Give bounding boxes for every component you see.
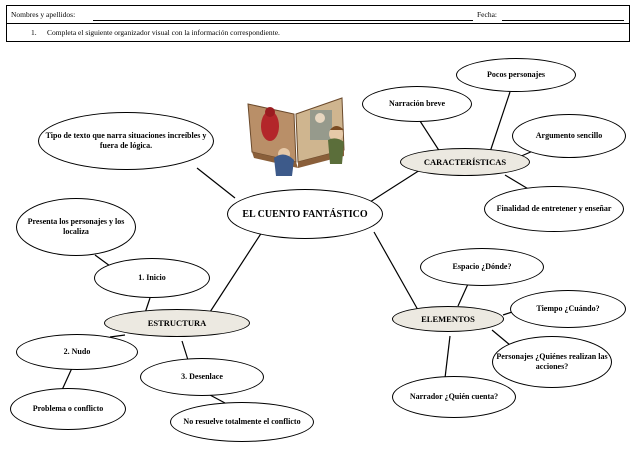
personajes-node: Personajes ¿Quiénes realizan las accione… (492, 336, 612, 388)
name-field[interactable] (93, 20, 473, 21)
problema-conflicto-node: Problema o conflicto (10, 388, 126, 430)
connector-elementos-narrador (444, 335, 451, 379)
date-label: Fecha: (477, 10, 497, 19)
caracteristicas-hub: CARACTERÍSTICAS (400, 148, 530, 176)
connector-center-estructura (209, 231, 263, 313)
instruction-number: 1. (31, 28, 37, 37)
worksheet-header: Nombres y apellidos: Fecha: 1. Completa … (6, 5, 630, 42)
inicio-node: 1. Inicio (94, 258, 210, 298)
desenlace-node: 3. Desenlace (140, 358, 264, 396)
definition-node: Tipo de texto que narra situaciones incr… (38, 112, 214, 170)
connector-center-definition (196, 167, 236, 199)
presenta-personajes-node: Presenta los personajes y los localiza (16, 198, 136, 256)
no-resuelve-node: No resuelve totalmente el conflicto (170, 402, 314, 442)
narrador-node: Narrador ¿Quién cuenta? (392, 376, 516, 418)
argumento-sencillo-node: Argumento sencillo (512, 114, 626, 158)
narracion-breve-node: Narración breve (362, 86, 472, 122)
connector-elementos-personajes (491, 329, 511, 346)
center-node: EL CUENTO FANTÁSTICO (227, 189, 383, 239)
connector-estructura-desenlace (181, 340, 189, 361)
elementos-hub: ELEMENTOS (392, 306, 504, 332)
header-divider (7, 23, 629, 24)
name-label: Nombres y apellidos: (11, 10, 76, 19)
espacio-node: Espacio ¿Dónde? (420, 248, 544, 286)
connector-center-elementos (373, 231, 419, 311)
pocos-personajes-node: Pocos personajes (456, 58, 576, 92)
connector-nudo-problema (61, 367, 73, 391)
connector-carac-narracion (419, 120, 441, 153)
storybook-illustration (247, 97, 345, 176)
date-field[interactable] (502, 20, 624, 21)
nudo-node: 2. Nudo (16, 334, 138, 370)
instruction-text: Completa el siguiente organizador visual… (47, 28, 280, 37)
connector-center-caracteristicas (369, 169, 421, 203)
estructura-hub: ESTRUCTURA (104, 309, 250, 337)
connector-carac-pocos (489, 91, 511, 153)
connector-elementos-espacio (457, 283, 469, 307)
connector-desenlace-resuelve (209, 394, 226, 404)
tiempo-node: Tiempo ¿Cuándo? (510, 290, 626, 328)
finalidad-node: Finalidad de entretener y enseñar (484, 186, 624, 232)
